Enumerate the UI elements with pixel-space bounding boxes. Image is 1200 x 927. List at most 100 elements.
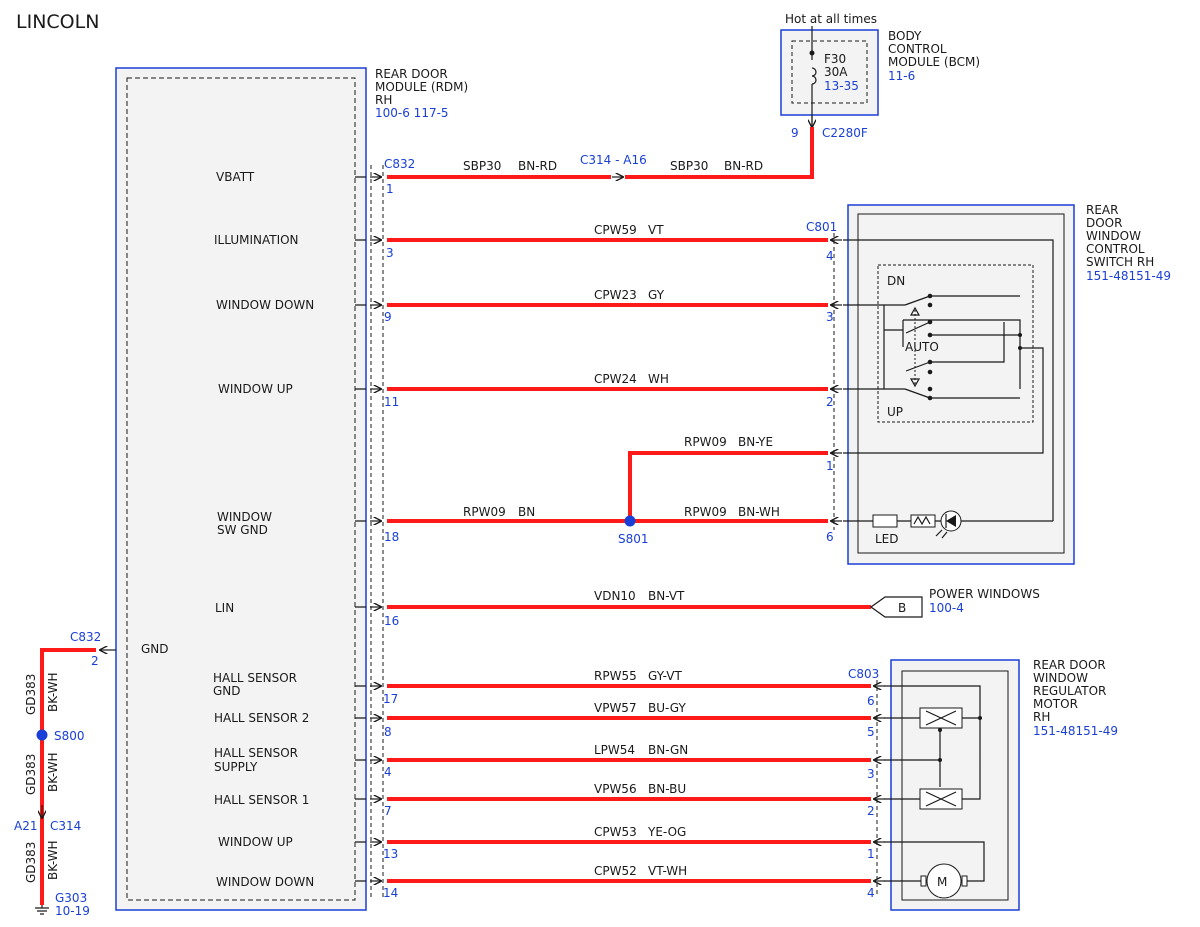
rdm-ref-link[interactable]: 100-6 117-5 [375, 106, 449, 120]
motor-name-5: RH [1033, 710, 1050, 724]
gnd-wire-color-3: BK-WH [46, 840, 60, 880]
motor-pin-1: 1 [867, 847, 875, 861]
gnd-wire-circuit-2: GD383 [24, 754, 38, 795]
rdm-pin-16: 16 [384, 614, 399, 628]
bcm-connector-label: C2280F [822, 126, 868, 140]
window-regulator-motor: M REAR DOOR WINDOW REGULATOR MOTOR RH 15… [848, 658, 1118, 911]
rdm-pin-17: 17 [383, 692, 398, 706]
rdm-pin-13: 13 [383, 847, 398, 861]
wires [40, 127, 871, 905]
pin-label-hall-gnd-1: HALL SENSOR [213, 671, 297, 685]
gnd-inline-connector: C314 [50, 819, 81, 833]
power-windows-ref-link[interactable]: 100-4 [929, 601, 964, 615]
wire-label-vpw56-color: BN-BU [648, 782, 686, 796]
switch-up-label: UP [887, 405, 903, 419]
gnd-connector-label: C832 [70, 630, 101, 644]
wire-label-cpw24-circuit: CPW24 [594, 372, 637, 386]
wire-label-cpw24-color: WH [648, 372, 669, 386]
motor-name-2: WINDOW [1033, 671, 1088, 685]
wire-label-rpw09-ye-color: BN-YE [738, 435, 773, 449]
gnd-wire-color-2: BK-WH [46, 752, 60, 792]
hot-at-all-times-label: Hot at all times [785, 12, 877, 26]
pin-label-window-down: WINDOW DOWN [216, 298, 314, 312]
pin-label-hall-sensor-2: HALL SENSOR 2 [214, 711, 309, 725]
wire-label-cpw59-color: VT [648, 223, 664, 237]
pin-label-gnd: GND [141, 642, 169, 656]
rdm-pin-4: 4 [384, 765, 392, 779]
power-windows-label: POWER WINDOWS [929, 587, 1040, 601]
wire-label-vdn10-color: BN-VT [648, 589, 685, 603]
wire-label-sbp30-b-color: BN-RD [724, 159, 763, 173]
wire-label-vpw57-color: BU-GY [648, 701, 686, 715]
switch-auto-label: AUTO [905, 340, 939, 354]
fuse-ref-link[interactable]: 13-35 [824, 79, 859, 93]
wire-label-rpw09-wh-color: BN-WH [738, 505, 780, 519]
ground-circuit: C832 2 GD383 BK-WH S800 GD383 BK-WH A21 … [14, 630, 101, 918]
gnd-wire-circuit-3: GD383 [24, 842, 38, 883]
switch-name-1: REAR [1086, 203, 1118, 217]
pin-label-illumination: ILLUMINATION [214, 233, 299, 247]
motor-name-1: REAR DOOR [1033, 658, 1106, 672]
motor-connector-label: C803 [848, 667, 879, 681]
wire-label-rpw09-wh-circuit: RPW09 [684, 505, 727, 519]
wire-label-cpw53-color: YE-OG [647, 825, 686, 839]
body-control-module: Hot at all times F30 30A 13-35 BODY CONT… [780, 12, 980, 140]
rdm-pin-7: 7 [384, 804, 392, 818]
splice-s801: S801 [618, 515, 649, 546]
motor-pin-6: 6 [867, 694, 875, 708]
pin-label-window-up-motor: WINDOW UP [218, 835, 293, 849]
gnd-connector-pin: 2 [91, 654, 99, 668]
splice-s801-label: S801 [618, 532, 649, 546]
wire-label-rpw09-ye-circuit: RPW09 [684, 435, 727, 449]
wire-label-cpw23-circuit: CPW23 [594, 288, 637, 302]
motor-ref-link[interactable]: 151-48151-49 [1033, 724, 1118, 738]
switch-name-5: SWITCH RH [1086, 255, 1154, 269]
connector-arrows [42, 177, 885, 881]
switch-name-2: DOOR [1086, 216, 1122, 230]
rdm-pin-11: 11 [384, 395, 399, 409]
wire-label-vdn10-circuit: VDN10 [594, 589, 636, 603]
motor-pin-5: 5 [867, 725, 875, 739]
ground-point-label: G303 [55, 891, 87, 905]
rdm-pin-18: 18 [384, 530, 399, 544]
inline-connector-c314-a16: C314 - A16 [580, 153, 647, 167]
wire-label-lpw54-color: BN-GN [648, 743, 688, 757]
rdm-pin-8: 8 [384, 725, 392, 739]
switch-pin-6: 6 [826, 530, 834, 544]
switch-dn-label: DN [887, 274, 905, 288]
gnd-wire-color-1: BK-WH [46, 672, 60, 712]
switch-name-4: CONTROL [1086, 242, 1145, 256]
wire-label-cpw53-circuit: CPW53 [594, 825, 637, 839]
motor-name-4: MOTOR [1033, 697, 1078, 711]
wire-label-cpw52-circuit: CPW52 [594, 864, 637, 878]
rdm-pin-labels: VBATT ILLUMINATION WINDOW DOWN WINDOW UP… [141, 170, 314, 889]
rdm-connector-label: C832 [384, 157, 415, 171]
switch-ref-link[interactable]: 151-48151-49 [1086, 269, 1171, 283]
motor-symbol: M [937, 875, 947, 889]
gnd-inline-pin: A21 [14, 819, 37, 833]
wire-label-sbp30-a-color: BN-RD [518, 159, 557, 173]
bcm-ref-link[interactable]: 11-6 [888, 69, 915, 83]
bcm-name-3: MODULE (BCM) [888, 55, 980, 69]
power-windows-flag: B [898, 601, 906, 615]
pin-label-vbatt: VBATT [216, 170, 255, 184]
wire-label-rpw55-circuit: RPW55 [594, 669, 637, 683]
pin-label-lin: LIN [215, 601, 234, 615]
wire-label-cpw59-circuit: CPW59 [594, 223, 637, 237]
wire-label-rpw09-bn-circuit: RPW09 [463, 505, 506, 519]
rdm-name-1: REAR DOOR [375, 67, 448, 81]
pin-label-window-down-motor: WINDOW DOWN [216, 875, 314, 889]
ground-ref-link[interactable]: 10-19 [55, 904, 90, 918]
wire-label-sbp30-a-circuit: SBP30 [463, 159, 501, 173]
brand-title: LINCOLN [16, 11, 99, 33]
switch-pin-3: 3 [826, 310, 834, 324]
rdm-pin-numbers: 1 3 9 11 18 16 17 8 4 7 13 14 [383, 182, 399, 900]
wire-label-vpw57-circuit: VPW57 [594, 701, 637, 715]
splice-s800-label: S800 [54, 729, 85, 743]
motor-pin-4: 4 [867, 886, 875, 900]
wire-label-sbp30-b-circuit: SBP30 [670, 159, 708, 173]
wire-gd383 [40, 648, 96, 905]
switch-connector-label: C801 [806, 220, 837, 234]
gnd-wire-circuit-1: GD383 [24, 674, 38, 715]
